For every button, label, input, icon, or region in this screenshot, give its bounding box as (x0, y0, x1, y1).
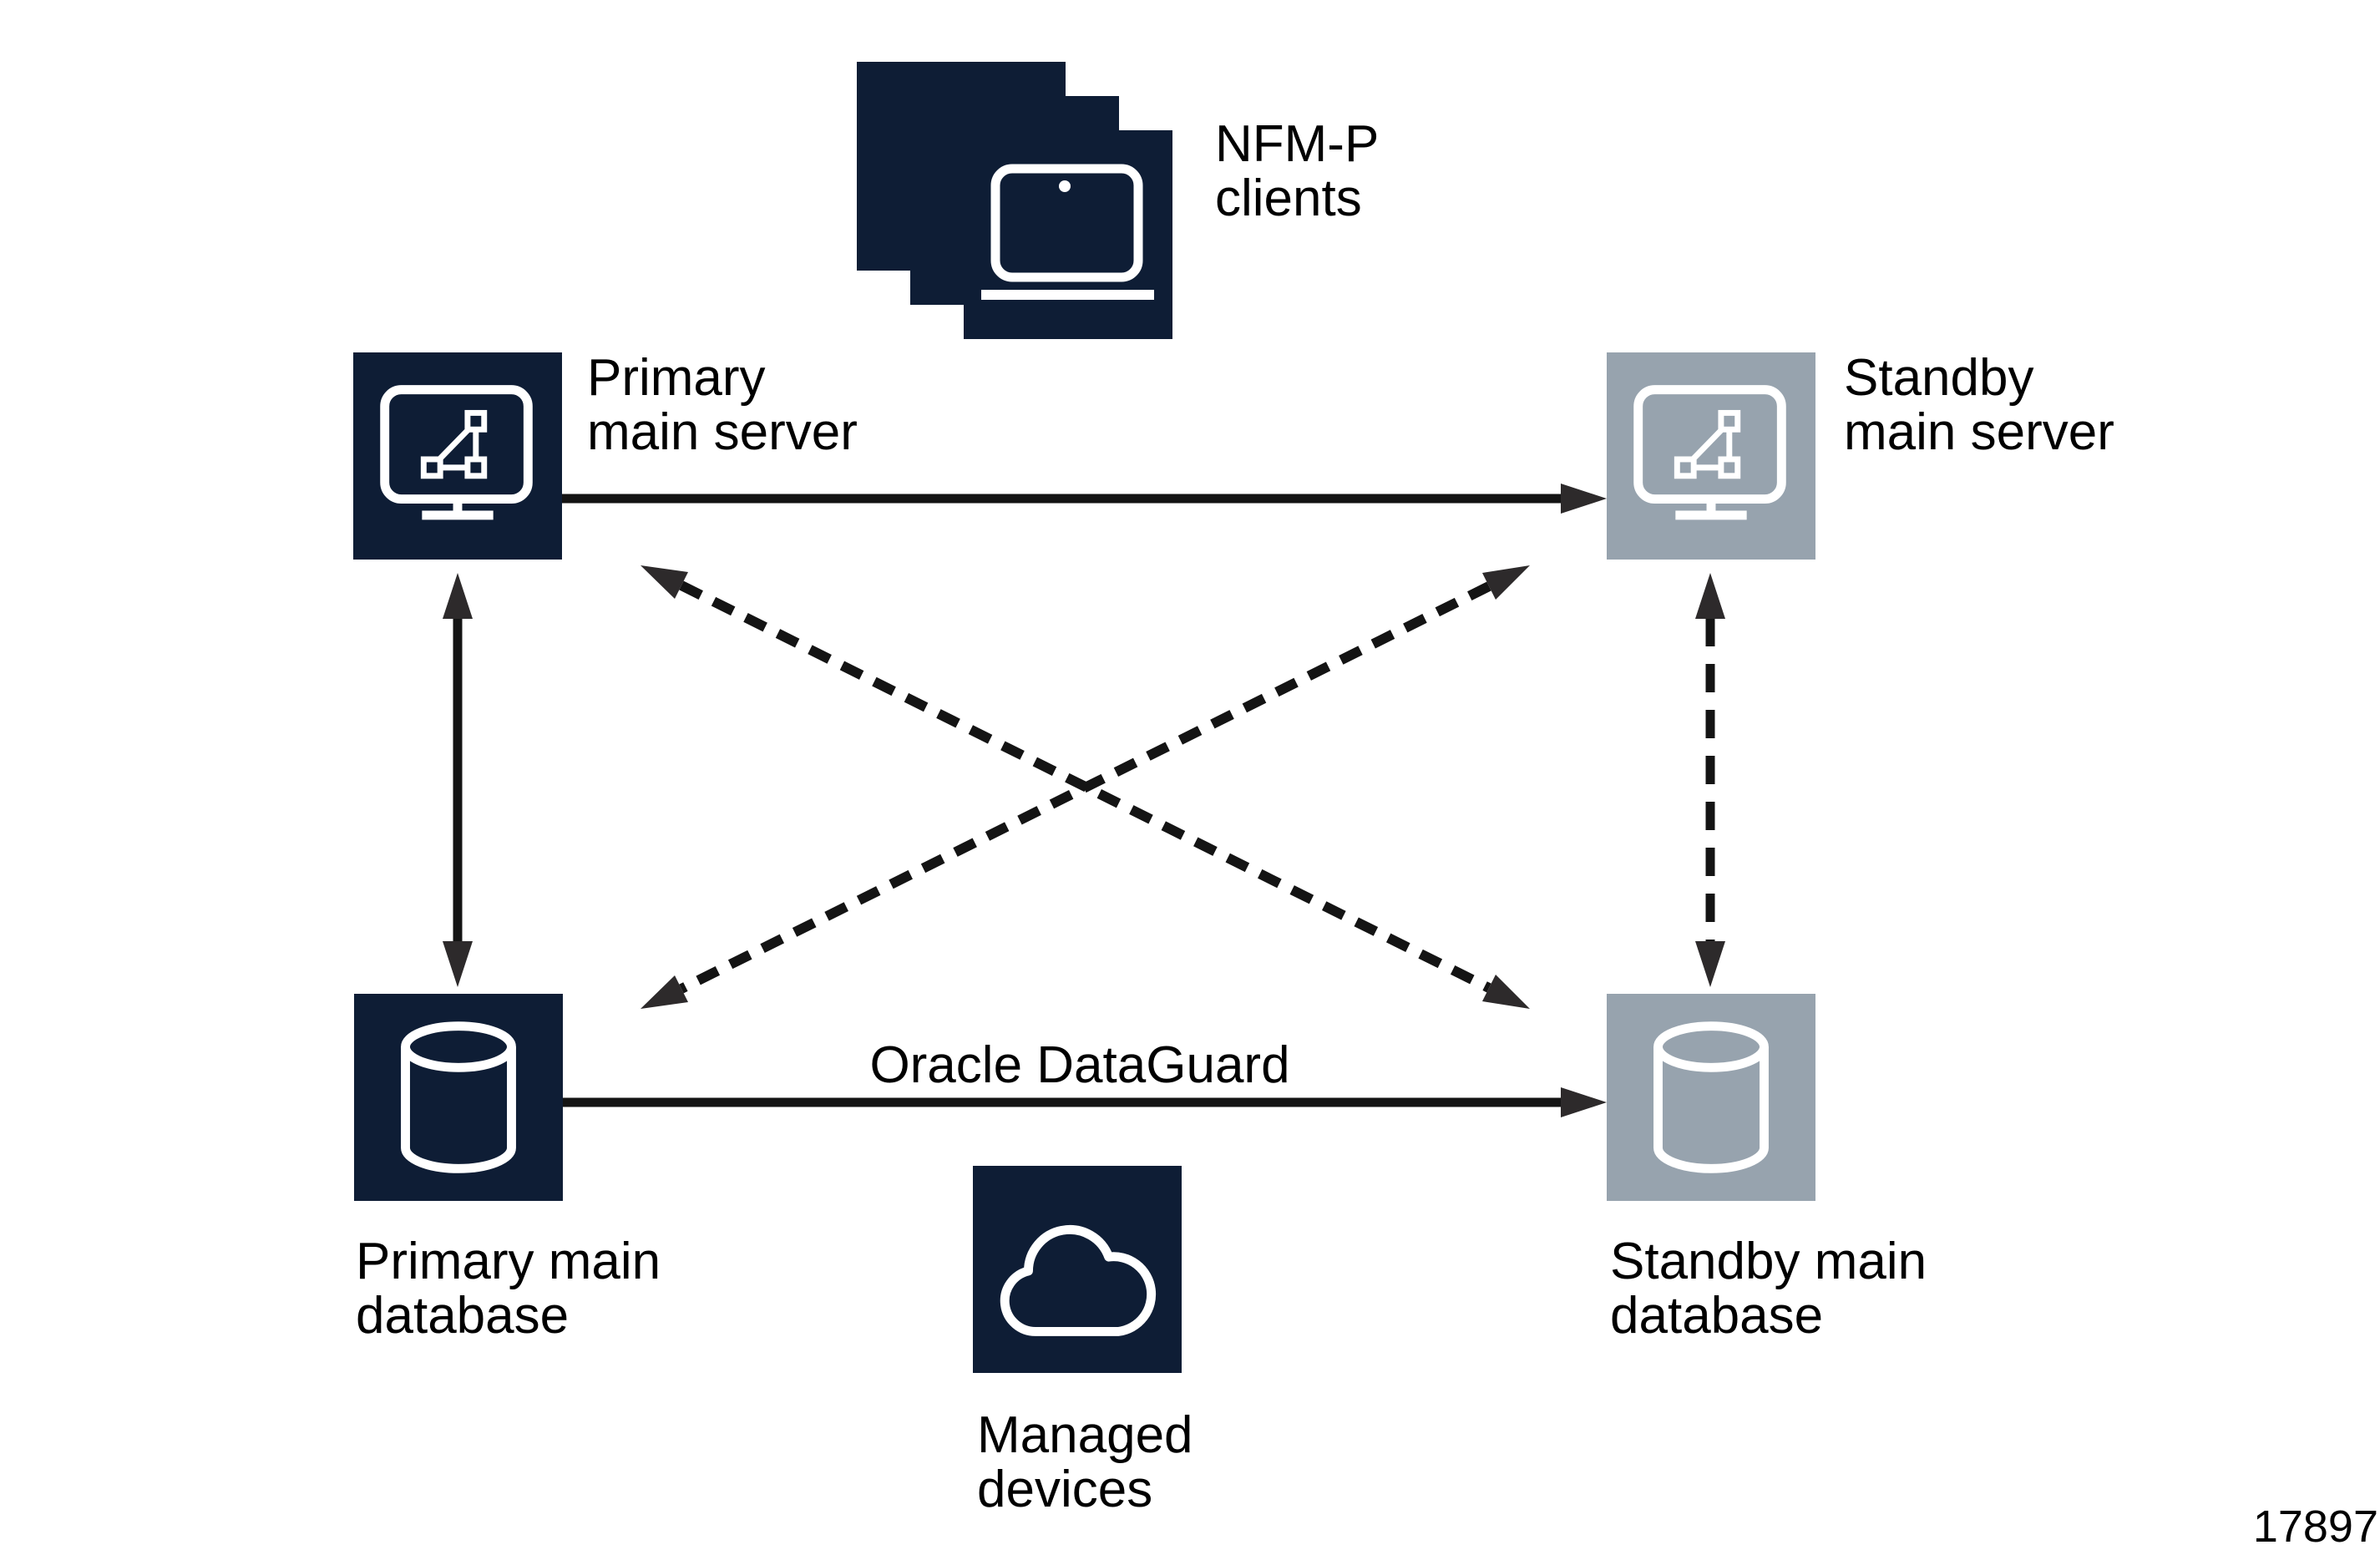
database-cylinder-icon (1653, 1021, 1769, 1173)
client-stack-front-square (964, 130, 1172, 339)
primary-main-database-node (354, 994, 563, 1201)
arrow-cross-standby-server-primary-db (641, 565, 1530, 1009)
laptop-icon (981, 164, 1154, 300)
standby-main-server-node (1607, 352, 1815, 560)
server-monitor-icon (380, 385, 533, 520)
primary-main-database-label: Primary main database (356, 1233, 661, 1345)
laptop-camera-dot (1059, 180, 1071, 192)
primary-main-server-node (353, 352, 562, 560)
cloud-icon (1000, 1225, 1157, 1336)
arrow-oracle-dataguard (562, 1087, 1607, 1117)
server-monitor-icon (1633, 385, 1786, 520)
primary-main-server-label: Primary main server (587, 349, 858, 461)
standby-main-database-label: Standby main database (1610, 1233, 1927, 1345)
nfmp-clients-label: NFM-P clients (1215, 115, 1380, 227)
standby-main-server-label: Standby main server (1844, 349, 2114, 461)
managed-devices-label: Managed devices (977, 1406, 1193, 1518)
arrow-standby-server-standby-db (1695, 573, 1725, 987)
arrow-primary-server-primary-db (443, 573, 473, 987)
laptop-base-bar (981, 290, 1154, 300)
managed-devices-node (973, 1166, 1182, 1373)
oracle-dataguard-label: Oracle DataGuard (869, 1036, 1290, 1094)
standby-main-database-node (1607, 994, 1815, 1201)
figure-number: 17897 (2252, 1502, 2378, 1552)
database-cylinder-icon (401, 1021, 516, 1173)
arrow-primary-server-to-standby-server (561, 484, 1607, 514)
